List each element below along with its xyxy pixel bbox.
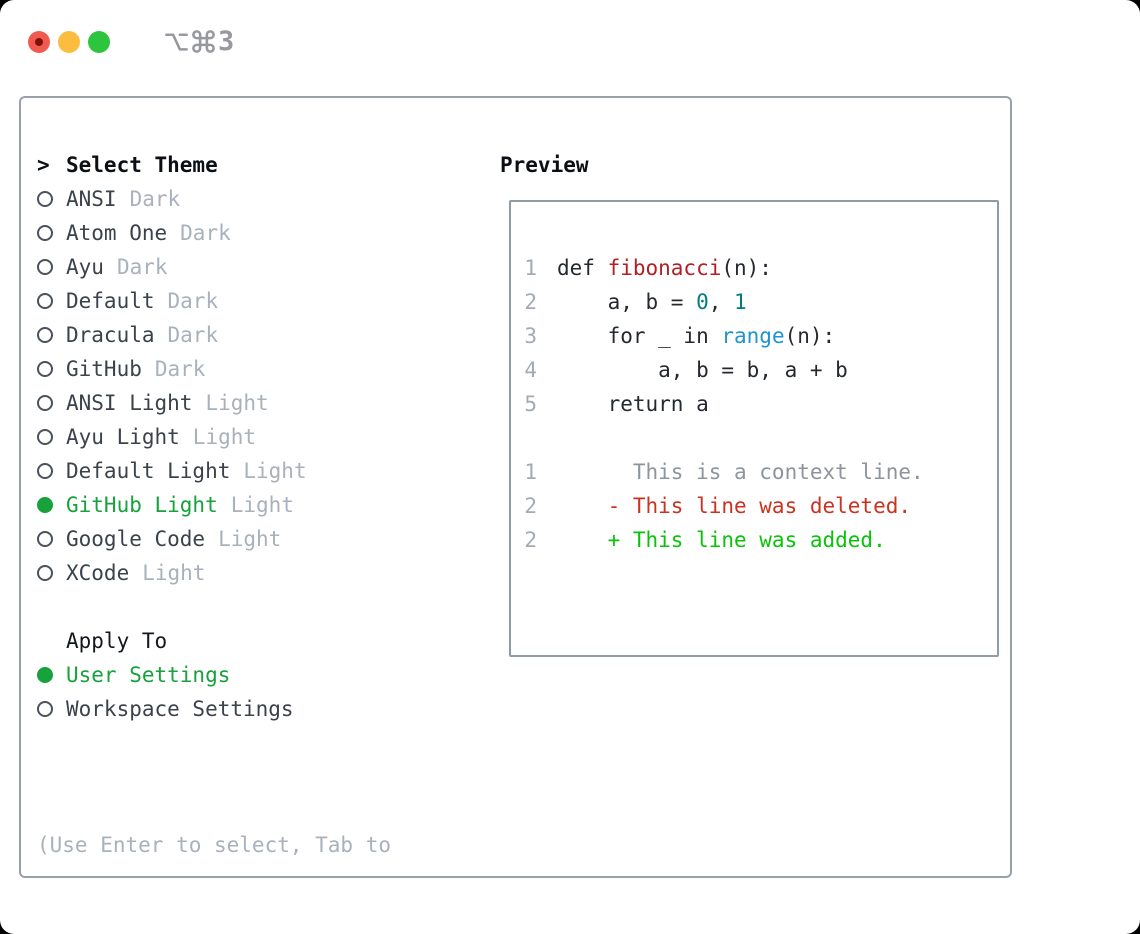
- code-token: def: [557, 256, 608, 280]
- hint-line-1: (Use Enter to select, Tab to: [37, 833, 392, 857]
- code-token: 1: [734, 290, 747, 314]
- apply-option-workspace-settings[interactable]: Workspace Settings: [37, 692, 487, 726]
- preview-title: Preview: [500, 153, 589, 177]
- code-line: 1 def fibonacci(n):: [523, 251, 997, 285]
- code-token: range: [721, 324, 785, 348]
- code-token: 0: [696, 290, 709, 314]
- hint-line-2: change focus): [37, 930, 487, 934]
- line-number: 1: [524, 256, 537, 280]
- spacer: [37, 726, 487, 760]
- minimize-button[interactable]: [58, 30, 80, 53]
- command-key-icon: [190, 28, 217, 55]
- radio-icon: [37, 463, 53, 479]
- diff-context-line: 1 This is a context line.: [523, 455, 997, 489]
- radio-icon: [37, 701, 53, 717]
- blank-line: [523, 421, 997, 455]
- radio-icon: [37, 361, 53, 377]
- line-number: 2: [524, 494, 537, 518]
- code-token: fibonacci: [607, 256, 722, 280]
- radio-icon: [37, 565, 53, 581]
- radio-icon: [37, 225, 53, 241]
- radio-icon: [37, 191, 53, 207]
- zoom-button[interactable]: [88, 30, 110, 53]
- code-token: return a: [557, 392, 709, 416]
- traffic-lights: [28, 30, 110, 53]
- preview-panel: 1 def fibonacci(n): 2 a, b = 0, 1 3 for …: [509, 200, 999, 657]
- code-token: ,: [708, 290, 735, 314]
- radio-selected-icon: [37, 667, 53, 683]
- code-line: 2 a, b = 0, 1: [523, 285, 997, 319]
- keyboard-hint: (Use Enter to select, Tab to change focu…: [37, 760, 487, 934]
- code-token: for _ in: [557, 324, 722, 348]
- titlebar: 3: [28, 28, 234, 55]
- line-number: 4: [524, 358, 537, 382]
- diff-text: - This line was deleted.: [557, 494, 912, 518]
- code-token: (n):: [784, 324, 836, 348]
- radio-icon: [37, 259, 53, 275]
- code-line: 4 a, b = b, a + b: [523, 353, 997, 387]
- shortcut-digit: 3: [218, 25, 235, 57]
- code-token: (n):: [721, 256, 772, 280]
- code-token: a, b = b, a + b: [557, 358, 848, 382]
- line-number: 1: [524, 460, 537, 484]
- line-number: 2: [524, 290, 537, 314]
- unsaved-indicator-dot: [35, 37, 43, 46]
- diff-text: This is a context line.: [557, 460, 924, 484]
- line-number: 5: [524, 392, 537, 416]
- window-title-shortcut: 3: [163, 28, 234, 55]
- spacer: [37, 590, 487, 624]
- apply-to-title: Apply To: [66, 629, 168, 653]
- diff-text: + This line was added.: [557, 528, 886, 552]
- apply-option-user-settings[interactable]: User Settings: [37, 658, 487, 692]
- radio-selected-icon: [37, 497, 53, 513]
- radio-icon: [37, 395, 53, 411]
- code-line: 3 for _ in range(n):: [523, 319, 997, 353]
- select-theme-header: > Select Theme: [37, 148, 487, 182]
- code-token: a, b =: [557, 290, 697, 314]
- radio-icon: [37, 327, 53, 343]
- apply-to-header: Apply To: [37, 624, 487, 658]
- radio-icon: [37, 531, 53, 547]
- diff-added-line: 2 + This line was added.: [523, 523, 997, 557]
- line-number: 2: [524, 528, 537, 552]
- code-line: 5 return a: [523, 387, 997, 421]
- select-theme-title: Select Theme: [66, 153, 218, 177]
- diff-deleted-line: 2 - This line was deleted.: [523, 489, 997, 523]
- line-number: 3: [524, 324, 537, 348]
- option-key-icon: [163, 28, 190, 55]
- close-button[interactable]: [28, 30, 50, 53]
- radio-icon: [37, 293, 53, 309]
- radio-icon: [37, 429, 53, 445]
- prompt-caret: >: [37, 153, 50, 177]
